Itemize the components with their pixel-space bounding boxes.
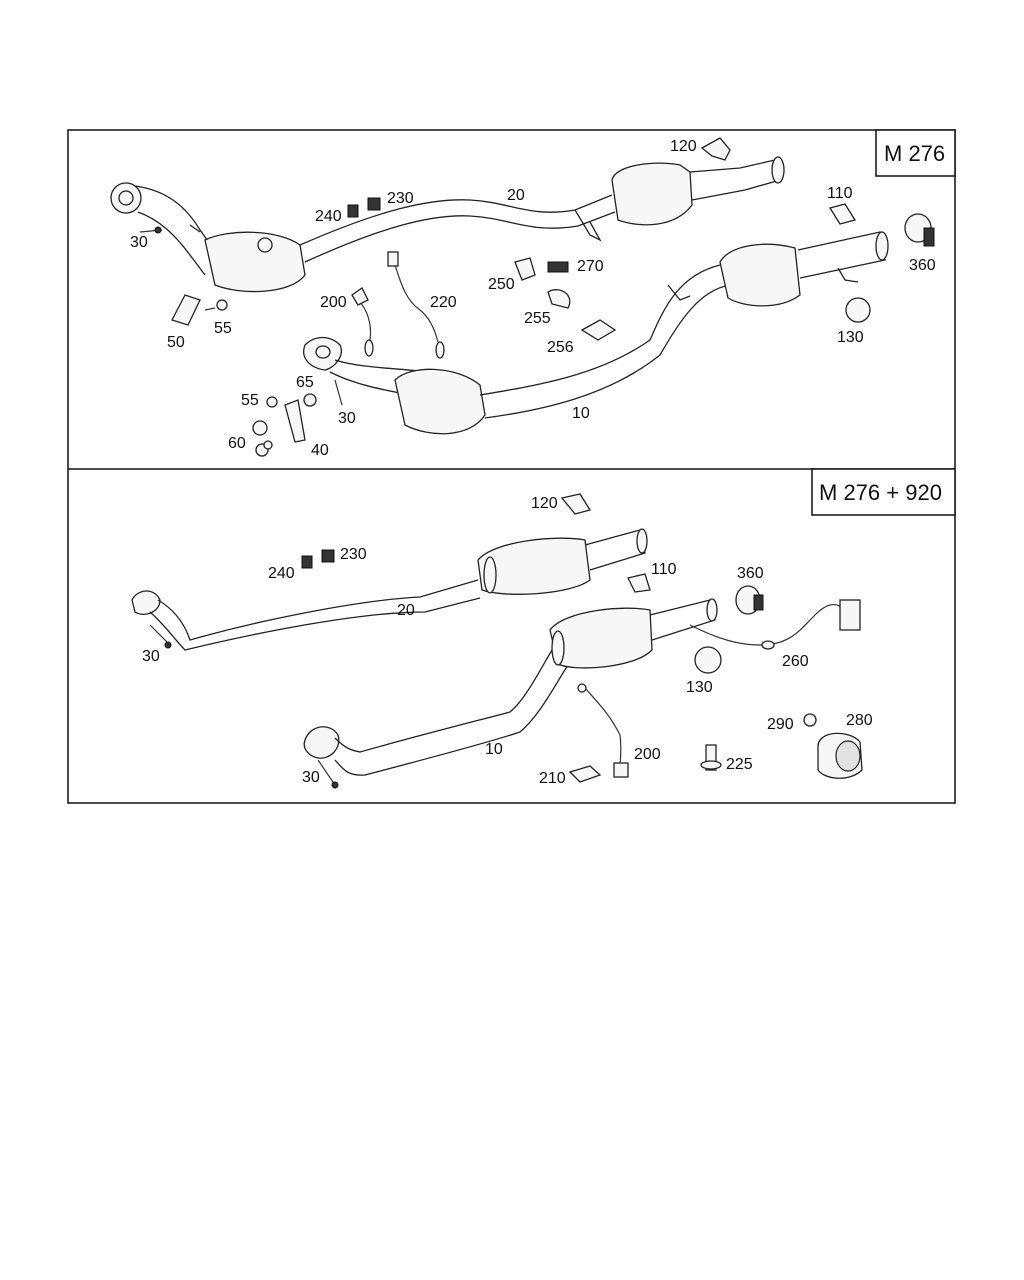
label-110-b: 110 bbox=[651, 561, 677, 578]
pipe-10-silencer bbox=[303, 598, 718, 776]
label-200-b: 200 bbox=[634, 746, 661, 763]
label-360-b: 360 bbox=[737, 565, 764, 582]
sensor-260 bbox=[689, 599, 861, 650]
bracket-110 bbox=[828, 203, 857, 225]
label-120: 120 bbox=[670, 138, 697, 155]
panel-title-box bbox=[875, 129, 956, 177]
sensor-220 bbox=[387, 251, 445, 359]
label-110: 110 bbox=[827, 185, 853, 202]
label-120-b: 120 bbox=[531, 495, 558, 512]
panel-title-box bbox=[811, 468, 956, 516]
label-30-d: 30 bbox=[142, 648, 160, 665]
label-230-b: 230 bbox=[340, 546, 367, 563]
stud-225 bbox=[700, 744, 722, 771]
label-130-b: 130 bbox=[686, 679, 713, 696]
label-20-b: 20 bbox=[397, 602, 415, 619]
bolt-30-b bbox=[149, 624, 172, 649]
label-260: 260 bbox=[782, 653, 809, 670]
label-130-a: 130 bbox=[837, 329, 864, 346]
panel-m276-920: M 276 + 920 bbox=[131, 468, 956, 789]
label-10-b: 10 bbox=[485, 741, 503, 758]
bracket-40-65 bbox=[284, 379, 343, 443]
bracket-110-b bbox=[627, 573, 651, 593]
label-240-b: 240 bbox=[268, 565, 295, 582]
label-10: 10 bbox=[572, 405, 590, 422]
label-270: 270 bbox=[577, 258, 604, 275]
bolt-30-c bbox=[317, 759, 339, 789]
module-256 bbox=[580, 319, 617, 341]
bolts-55-60 bbox=[252, 396, 278, 457]
bolt-30 bbox=[139, 226, 163, 234]
label-360: 360 bbox=[909, 257, 936, 274]
panel-m276: M 276 bbox=[110, 129, 956, 459]
label-30-a: 30 bbox=[130, 234, 148, 251]
label-40: 40 bbox=[311, 442, 329, 459]
label-210: 210 bbox=[539, 770, 566, 787]
label-240: 240 bbox=[315, 208, 342, 225]
bracket-50-55 bbox=[171, 294, 228, 326]
module-210 bbox=[568, 765, 602, 783]
bracket-120-b bbox=[560, 493, 592, 515]
manifold-cat-upper bbox=[110, 182, 306, 293]
label-230: 230 bbox=[387, 190, 414, 207]
sensor-holder-250-270 bbox=[514, 257, 569, 281]
label-20: 20 bbox=[507, 187, 525, 204]
clamp-360 bbox=[904, 213, 935, 247]
label-256: 256 bbox=[547, 339, 574, 356]
label-30-e: 30 bbox=[302, 769, 320, 786]
label-280: 280 bbox=[846, 712, 873, 729]
label-65: 65 bbox=[296, 374, 314, 391]
clips-240-230-b bbox=[301, 549, 335, 569]
rubber-mount-130-b bbox=[694, 646, 722, 674]
damper-280 bbox=[817, 732, 863, 779]
label-255: 255 bbox=[524, 310, 551, 327]
rubber-mount-130 bbox=[845, 297, 871, 323]
label-30-b: 30 bbox=[338, 410, 356, 427]
label-220: 220 bbox=[430, 294, 457, 311]
diagram-frame bbox=[67, 129, 956, 804]
front-pipe-20 bbox=[299, 156, 785, 263]
front-pipe-10 bbox=[303, 231, 889, 435]
clips-240-230 bbox=[347, 197, 381, 218]
bracket-120 bbox=[700, 137, 731, 161]
label-225: 225 bbox=[726, 756, 753, 773]
sensor-200-b bbox=[577, 683, 629, 778]
label-60: 60 bbox=[228, 435, 246, 452]
sensor-200 bbox=[351, 287, 374, 357]
pipe-20-silencer bbox=[131, 528, 648, 651]
label-290: 290 bbox=[767, 716, 794, 733]
label-55-a: 55 bbox=[214, 320, 232, 337]
label-55-b: 55 bbox=[241, 392, 259, 409]
panel-title: M 276 + 920 bbox=[819, 480, 942, 505]
panel-title: M 276 bbox=[884, 141, 945, 166]
label-200: 200 bbox=[320, 294, 347, 311]
label-250: 250 bbox=[488, 276, 515, 293]
screw-290 bbox=[803, 713, 817, 727]
label-50: 50 bbox=[167, 334, 185, 351]
clamp-360-b bbox=[735, 585, 764, 615]
clamp-255 bbox=[547, 289, 571, 309]
